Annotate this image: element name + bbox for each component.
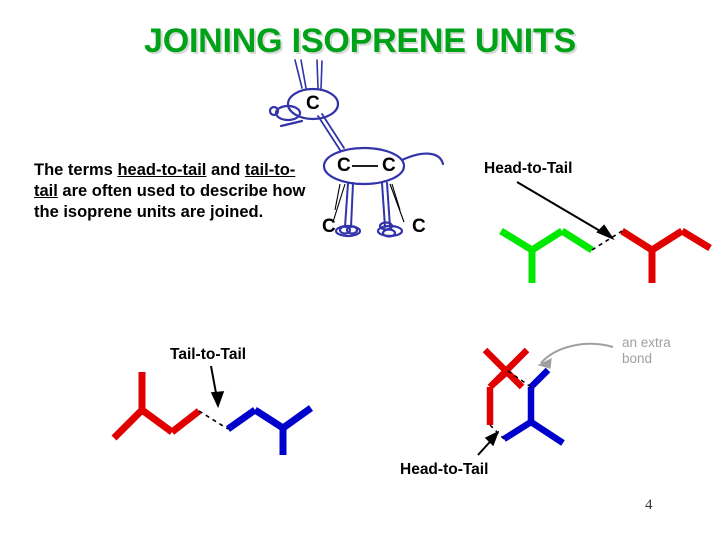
page-number: 4 [645,497,653,513]
carbon-label-foot-left: C [322,216,336,237]
isoprene-unit-green [499,228,594,283]
extra-bond-leader [537,342,614,369]
carbon-label-foot-right: C [412,216,426,237]
linking-bond-dashed [591,230,623,251]
label-head-to-tail-top: Head-to-Tail [484,160,573,177]
term-tail-to-tail: tail-to-tail [34,161,296,200]
head-to-tail-arrow-top [516,181,615,241]
isoprene-unit-red [111,372,202,441]
head-to-tail-arrow-bottom [477,430,500,456]
label-head-to-tail-bottom: Head-to-Tail [400,461,489,478]
term-head-to-tail: head-to-tail [117,161,207,179]
ring-unit-red [482,347,530,425]
isoprene-unit-blue [225,405,314,455]
ring-unit-blue [502,367,565,446]
label-an-extra-bond: an extra bond [622,335,671,366]
label-tail-to-tail: Tail-to-Tail [170,346,247,363]
carbon-label-body-right: C [382,155,396,176]
isoprene-unit-red [620,228,712,283]
linking-bond-dashed [198,410,229,430]
body-text-segment-1: The terms [34,161,118,179]
carbon-label-body-left: C [337,155,351,176]
page-title: JOINING ISOPRENE UNITS [143,22,576,60]
body-paragraph: The terms head-to-tail and tail-to-tail … [34,160,312,223]
body-text-segment-2: and [206,161,245,179]
body-text-segment-3: are often used to describe how the isopr… [34,182,306,221]
tail-to-tail-arrow [210,365,225,409]
carbon-label-head: C [306,93,320,114]
